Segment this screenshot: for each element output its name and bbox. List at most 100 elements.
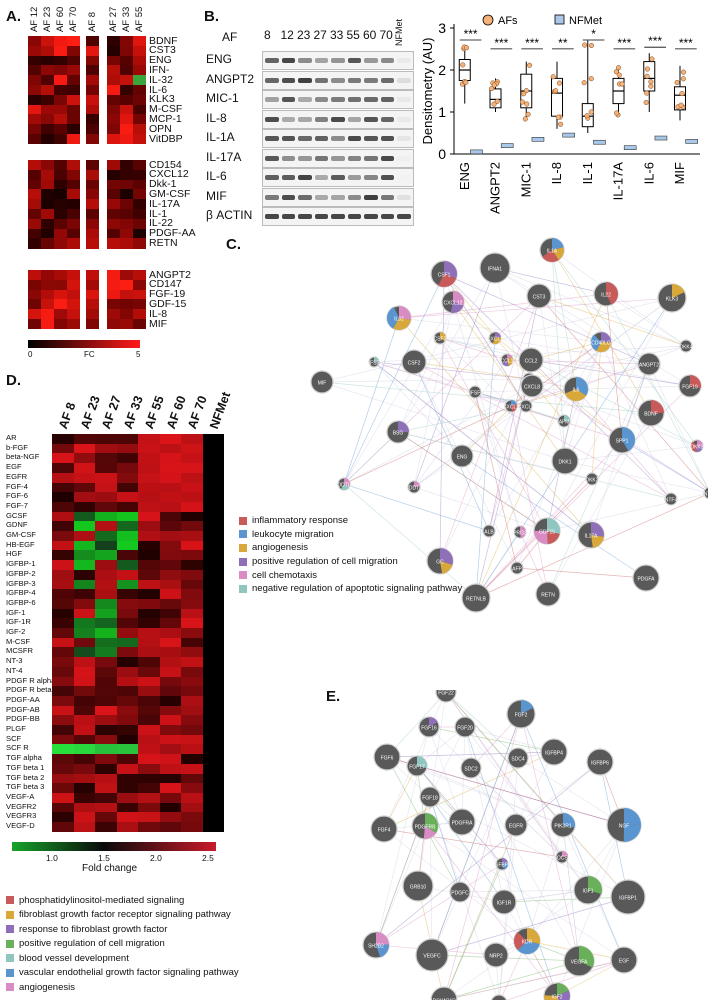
network-node[interactable]: SDC4 — [507, 747, 529, 769]
network-node[interactable]: PDGFRB — [411, 812, 439, 840]
network-node[interactable]: FGF4 — [370, 815, 398, 843]
network-node[interactable]: FGF16 — [418, 716, 440, 738]
network-node[interactable]: DKK3 — [690, 439, 704, 453]
network-node[interactable]: FGF2 — [506, 699, 536, 729]
heatmap-cell — [133, 228, 146, 239]
network-node[interactable]: DKK1 — [551, 447, 579, 475]
heatmap-cell-d — [202, 628, 225, 638]
network-node[interactable]: DDTL — [337, 477, 351, 491]
network-node[interactable]: KDR — [513, 927, 541, 955]
network-node[interactable]: ENG — [450, 444, 474, 468]
network-node[interactable]: IGFBP4 — [540, 738, 568, 766]
network-node[interactable]: CD40LG — [590, 331, 612, 353]
heatmap-cell-d — [52, 715, 74, 726]
network-node[interactable]: PDGFRA — [448, 808, 476, 836]
row-label-d: EGF — [6, 462, 22, 472]
network-node[interactable]: CXCL12 — [441, 290, 465, 314]
network-node[interactable]: IGFBP5 — [493, 857, 511, 871]
network-node[interactable]: ANGPT2 — [637, 352, 661, 376]
network-node[interactable]: CXCL3 — [518, 399, 534, 413]
network-node[interactable]: ADCYAP1R1 — [429, 986, 459, 1000]
network-node[interactable]: PDGFA — [632, 564, 660, 592]
network-node[interactable]: GDF15 — [533, 517, 561, 545]
network-node[interactable]: DDT — [407, 480, 421, 494]
network-node[interactable]: FGF6 — [373, 743, 401, 771]
network-node[interactable]: IGF1 — [573, 875, 603, 905]
significance-stars: *** — [494, 36, 508, 50]
row-label-a: VitDBP — [149, 132, 183, 145]
network-node[interactable]: EGF — [610, 946, 638, 974]
heatmap-cell — [120, 279, 133, 290]
network-node[interactable]: KLK3 — [657, 283, 687, 313]
network-node[interactable]: PRG2 — [513, 525, 527, 539]
network-node[interactable]: AFM — [557, 414, 571, 428]
network-node[interactable]: NGF — [606, 807, 642, 843]
network-node[interactable]: CCL1 — [500, 353, 514, 367]
network-node[interactable]: PIK3R1 — [550, 812, 576, 838]
network-node[interactable]: GC — [426, 547, 454, 575]
row-label-a: M-CSF — [149, 103, 183, 116]
network-node[interactable]: VEGFC — [415, 938, 449, 972]
network-node[interactable]: BDNF — [637, 399, 665, 427]
network-node[interactable]: DKK2 — [585, 472, 599, 486]
network-edge — [488, 341, 602, 532]
heatmap-cell-d — [138, 569, 160, 580]
network-node[interactable]: CSF3 — [433, 331, 447, 345]
network-edge — [564, 460, 708, 493]
network-node[interactable]: BSG — [386, 420, 410, 444]
network-node[interactable]: FGF20 — [454, 716, 476, 738]
heatmap-cell-d — [95, 482, 117, 493]
network-node[interactable]: IL17A — [577, 521, 605, 549]
heatmap-cell-d — [202, 453, 225, 464]
network-node[interactable]: SDC2 — [460, 757, 482, 779]
network-node[interactable]: IL1A — [539, 237, 565, 263]
network-node[interactable]: FGF22 — [435, 690, 457, 703]
network-node[interactable]: IGF2 — [543, 982, 571, 1000]
network-node[interactable]: SH2B2 — [362, 931, 390, 959]
network-node[interactable]: PDGFB — [490, 994, 508, 1000]
heatmap-cell-d — [116, 734, 139, 745]
network-node[interactable]: RETNLB — [461, 583, 491, 613]
network-node[interactable]: IL32 — [386, 305, 412, 331]
network-node[interactable]: SPP1 — [608, 426, 636, 454]
network-node[interactable]: NTF4 — [664, 492, 678, 506]
network-node[interactable]: CCL2 — [518, 347, 544, 373]
network-node[interactable]: AFP — [510, 561, 524, 575]
network-node[interactable]: FGF19 — [678, 374, 702, 398]
network-node[interactable]: CXCL2 — [503, 399, 519, 413]
network-node[interactable]: IFNA1 — [479, 252, 511, 284]
network-node[interactable]: DKK4 — [679, 339, 693, 353]
heatmap-cell-d — [73, 792, 96, 803]
network-node[interactable]: IL22 — [593, 281, 619, 307]
row-label-d: IGFBP-2 — [6, 568, 36, 578]
row-label-a: MCP-1 — [149, 112, 182, 125]
network-node[interactable]: CSF2 — [401, 349, 427, 375]
blot-strip — [262, 207, 414, 226]
network-node[interactable]: CXCL8 — [520, 374, 544, 398]
network-node[interactable]: EGFR — [504, 813, 528, 837]
network-node[interactable]: PDGFC — [449, 881, 471, 903]
network-node[interactable]: IGF1R — [491, 889, 517, 915]
network-node[interactable]: IL6 — [563, 376, 589, 402]
network-node[interactable]: ALB — [482, 524, 496, 538]
network-node[interactable]: FGF17 — [406, 755, 428, 777]
network-edge — [475, 478, 593, 599]
network-node[interactable]: IGFBP6 — [586, 748, 614, 776]
network-node[interactable]: MIF — [310, 370, 334, 394]
network-node[interactable]: GRB10 — [402, 870, 434, 902]
network-node[interactable]: RETN — [535, 581, 561, 607]
network-node[interactable]: TNFSF11 — [363, 356, 385, 368]
node-annotation-slice — [495, 332, 501, 338]
network-node[interactable]: SOCS5 — [554, 850, 571, 864]
network-node[interactable]: FGF18 — [419, 786, 441, 808]
network-node[interactable]: CST3 — [526, 283, 552, 309]
network-node[interactable]: NRP2 — [483, 942, 509, 968]
network-node[interactable]: CSF1 — [430, 260, 458, 288]
network-node[interactable]: CXCL1 — [487, 331, 503, 345]
network-node[interactable]: NTF3 — [703, 486, 708, 500]
network-node[interactable]: IGFBP1 — [610, 879, 646, 915]
network-node[interactable]: VEGFA — [563, 945, 595, 977]
heatmap-cell-d — [116, 812, 139, 823]
network-node[interactable]: TNFSF14 — [464, 385, 486, 399]
blot-band — [364, 155, 378, 161]
